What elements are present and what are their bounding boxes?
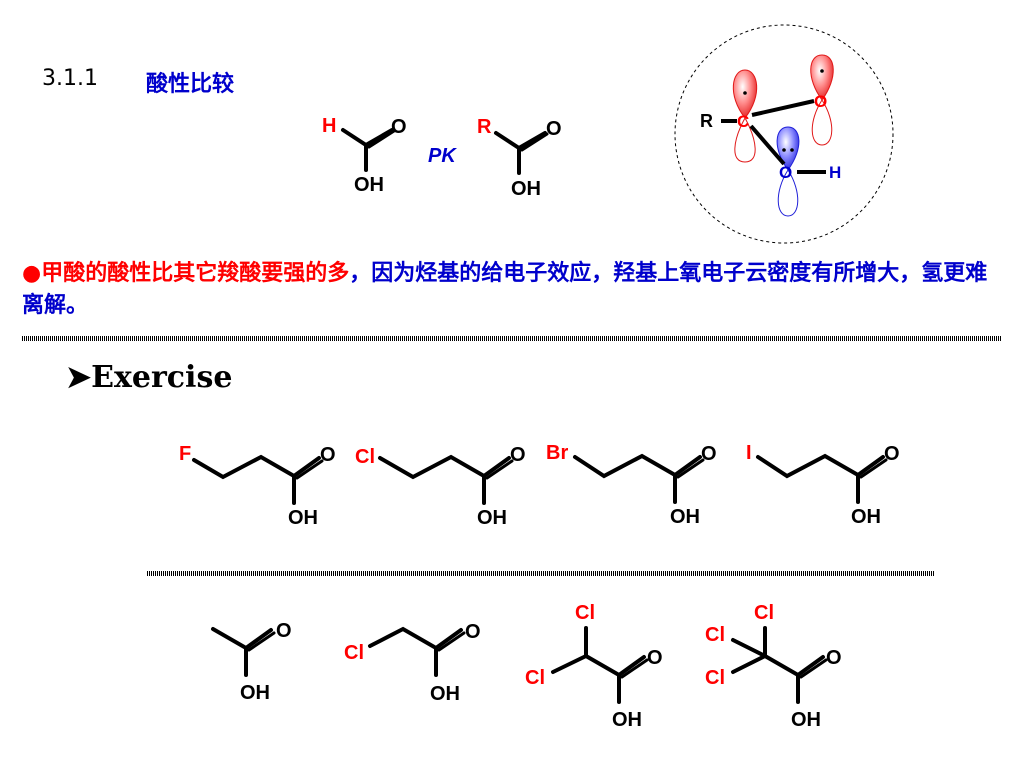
orbital-diagram — [674, 24, 894, 244]
chloroacetic-carbonyl-o-label: O — [465, 621, 481, 643]
exercise2-cl-label: Cl — [355, 446, 375, 468]
exercise4-carbonyl-o-label: O — [884, 443, 900, 465]
acetic-carbonyl-o-label: O — [276, 620, 292, 642]
trichloroacetic-cl-upper-left-label: Cl — [705, 624, 725, 646]
explanation-text: ●甲酸的酸性比其它羧酸要强的多，因为烃基的给电子效应，羟基上氧电子云密度有所增大… — [22, 258, 1002, 322]
dichloroacetic-cl-top-label: Cl — [575, 602, 595, 624]
section-number: 3.1.1 — [42, 66, 98, 91]
trichloroacetic-oh-label: OH — [791, 709, 821, 731]
exercise-divider — [147, 571, 934, 576]
orbital-carbonyl-o-label: O — [814, 92, 827, 111]
section-divider — [22, 336, 1002, 341]
trichloroacetic-cl-top-label: Cl — [754, 602, 774, 624]
carboxylic-acid-structure — [494, 131, 549, 175]
exercise-heading: ➤Exercise — [66, 360, 232, 395]
explanation-blue-part: ，因为烃基的给电子效应，羟基上氧电子云密度有所增大，氢更难离解。 — [22, 261, 988, 318]
exercise4-oh-label: OH — [851, 506, 881, 528]
exercise3-oh-label: OH — [670, 506, 700, 528]
exercise2-oh-label: OH — [477, 507, 507, 529]
exercise1-f-label: F — [179, 443, 191, 465]
exercise3-carbonyl-o-label: O — [701, 443, 717, 465]
chloroacetic-cl-label: Cl — [344, 642, 364, 664]
carboxylic-r-label: R — [477, 116, 492, 138]
acetic-oh-label: OH — [240, 682, 270, 704]
exercise-heading-text: Exercise — [91, 360, 233, 395]
dichloroacetic-oh-label: OH — [612, 709, 642, 731]
exercise2-carbonyl-o-label: O — [510, 444, 526, 466]
trichloroacetic-carbonyl-o-label: O — [826, 647, 842, 669]
formic-carbonyl-o-label: O — [391, 116, 407, 138]
formic-oh-label: OH — [354, 174, 384, 196]
dichloroacetic-cl-left-label: Cl — [525, 667, 545, 689]
orbital-hydroxyl-o-label: O — [779, 163, 792, 182]
orbital-r-label: R — [700, 111, 713, 131]
section-title: 酸性比较 — [146, 72, 235, 97]
exercise1-oh-label: OH — [288, 507, 318, 529]
formic-h-label: H — [322, 115, 336, 137]
exercise-row2-bonds — [211, 626, 828, 704]
carboxylic-carbonyl-o-label: O — [546, 118, 562, 140]
exercise3-br-label: Br — [546, 442, 568, 464]
carboxylic-oh-label: OH — [511, 178, 541, 200]
chloroacetic-oh-label: OH — [430, 683, 460, 705]
orbital-c-label: C — [737, 112, 749, 131]
exercise4-i-label: I — [746, 442, 752, 464]
exercise-row1-bonds — [192, 453, 888, 505]
formic-acid-structure — [341, 128, 396, 172]
arrow-bullet-icon: ➤ — [66, 360, 92, 395]
exercise1-carbonyl-o-label: O — [320, 444, 336, 466]
pk-operator: PK — [428, 145, 457, 167]
orbital-h-label: H — [829, 163, 841, 182]
trichloroacetic-cl-lower-left-label: Cl — [705, 667, 725, 689]
dichloroacetic-carbonyl-o-label: O — [647, 647, 663, 669]
explanation-red-part: ●甲酸的酸性比其它羧酸要强的多 — [22, 261, 350, 286]
